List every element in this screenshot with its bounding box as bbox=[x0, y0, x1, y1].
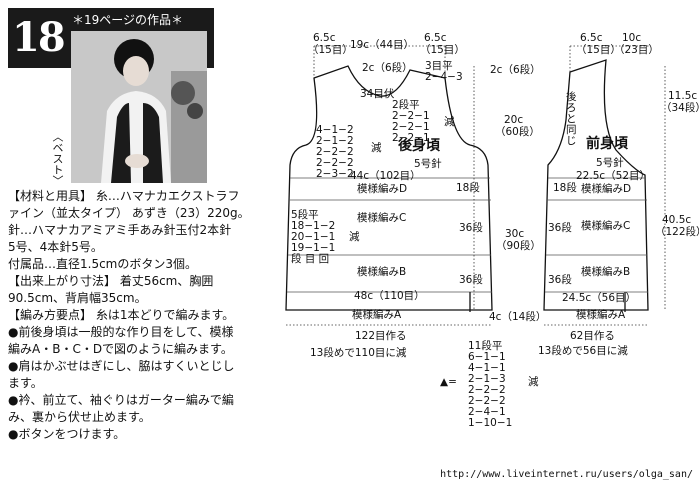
back-rows36a: 36段 bbox=[459, 222, 483, 234]
back-shoulder-r: 6.5c bbox=[424, 32, 447, 44]
back-dec-note: 13段めで110目に減 bbox=[310, 347, 407, 359]
back-w1: 44c（102目） bbox=[350, 170, 421, 182]
arm-dec-mark: 減 bbox=[371, 142, 382, 154]
same-as-back: 後ろと同じ bbox=[566, 91, 577, 147]
back-bind-off: 34目伏 bbox=[360, 88, 395, 100]
back-pattern-d: 模様編みD bbox=[357, 183, 408, 195]
pattern-number: 18 bbox=[12, 14, 66, 61]
back-pattern-a: 模様編みA bbox=[352, 309, 402, 321]
back-shoulder-l-st: （15目） bbox=[308, 44, 353, 56]
materials-line: ●肩はかぶせはぎにし、脇はすくいとじし bbox=[8, 359, 235, 373]
materials-line: み、裏から伏せ止めます。 bbox=[8, 410, 151, 424]
materials-line: ●衿、前立て、袖ぐりはガーター編みで編 bbox=[8, 393, 234, 407]
side-list-item: 19−1−1 bbox=[291, 242, 336, 254]
neck-table-item: 11段平 bbox=[468, 340, 503, 352]
materials-line: 付属品…直径1.5cmのボタン3個。 bbox=[8, 257, 198, 271]
materials-line: 【編み方要点】 糸は1本どりで編みます。 bbox=[8, 308, 235, 322]
front-pattern-c: 模様編みC bbox=[581, 220, 631, 232]
materials-line: ●ボタンをつけます。 bbox=[8, 427, 126, 441]
front-h1: 11.5c bbox=[668, 90, 698, 102]
front-neck-st: （23目） bbox=[614, 44, 659, 56]
front-rows18: 18段 bbox=[553, 182, 577, 194]
side-dec-mark: 減 bbox=[349, 231, 360, 243]
side-list-item: 20−1−1 bbox=[291, 231, 336, 243]
front-rows36a: 36段 bbox=[548, 222, 572, 234]
front-cast-on: 62目作る bbox=[570, 330, 615, 342]
arm-list-item: 2−2−2 bbox=[316, 157, 354, 169]
front-w1: 22.5c（52目） bbox=[576, 170, 651, 182]
front-needle: 5号針 bbox=[596, 157, 624, 169]
arm-list-item: 2−3−2 bbox=[316, 168, 354, 180]
side-list-item: 5段平 bbox=[291, 209, 319, 221]
arm-list-item: 2−1−2 bbox=[316, 135, 354, 147]
materials-line: 編みA・B・C・Dで図のように編みます。 bbox=[8, 342, 233, 356]
back-pattern-b: 模様編みB bbox=[357, 266, 407, 278]
front-h2: （34段） bbox=[661, 102, 699, 114]
materials-line: ●前後身頃は一般的な作り目をして、模様 bbox=[8, 325, 234, 339]
front-pattern-b: 模様編みB bbox=[581, 266, 631, 278]
back-neck-dec: 3目平 bbox=[425, 60, 453, 72]
back-neck-depth: 2c（6段） bbox=[362, 62, 413, 74]
neck-table-item: 6−1−1 bbox=[468, 351, 506, 363]
back-pattern-c: 模様編みC bbox=[357, 212, 407, 224]
back-h4: 30c bbox=[505, 228, 525, 240]
materials-line: 【材料と用具】 糸…ハマナカエクストラフ bbox=[8, 189, 240, 203]
back-h1: 2c（6段） bbox=[490, 64, 541, 76]
back-shoulder-r-st: （15目） bbox=[420, 44, 465, 56]
front-shoulder-st: （15目） bbox=[576, 44, 621, 56]
page-reference: ＊19ページの作品＊ bbox=[72, 13, 184, 27]
back-h5: （90段） bbox=[496, 240, 541, 252]
neck-list-item: 2−2−1 bbox=[392, 121, 430, 133]
back-neck-width: 19c（44目） bbox=[350, 39, 414, 51]
neck-table-item: 2−2−2 bbox=[468, 395, 506, 407]
photo-caption: 〈ベスト〉 bbox=[51, 130, 64, 186]
front-rows36b: 36段 bbox=[548, 274, 572, 286]
neck-table-item: 2−1−3 bbox=[468, 373, 506, 385]
back-h6: 4c（14段） bbox=[489, 311, 547, 323]
neck-table-item: 2−2−2 bbox=[468, 384, 506, 396]
front-h3: 40.5c bbox=[662, 214, 692, 226]
front-h4: （122段） bbox=[655, 226, 699, 238]
back-rows36b: 36段 bbox=[459, 274, 483, 286]
neck-table-suffix: 減 bbox=[528, 376, 539, 388]
source-url: http://www.liveinternet.ru/users/olga_sa… bbox=[440, 469, 693, 480]
materials-line: 90.5cm、背肩幅35cm。 bbox=[8, 291, 147, 305]
side-list-item: 段 目 回 bbox=[291, 253, 330, 265]
front-neck: 10c bbox=[622, 32, 642, 44]
back-title: 後身頃 bbox=[398, 138, 440, 154]
side-list-item: 18−1−2 bbox=[291, 220, 336, 232]
back-w2: 48c（110目） bbox=[354, 290, 425, 302]
front-pattern-a: 模様編みA bbox=[576, 309, 626, 321]
neck-table-item: 2−4−1 bbox=[468, 406, 506, 418]
back-cast-on: 122目作る bbox=[355, 330, 407, 342]
neck-table-item: 1−10−1 bbox=[468, 417, 513, 429]
back-neck-dec2: 2−4−3 bbox=[425, 71, 463, 83]
neck-list-item: 2−2−1 bbox=[392, 132, 430, 144]
back-h2: 20c bbox=[504, 114, 524, 126]
materials-line: 針…ハマナカアミアミ手あみ針玉付2本針 bbox=[8, 223, 232, 237]
arm-list-item: 4−1−2 bbox=[316, 124, 354, 136]
neck-table-item: 4−1−1 bbox=[468, 362, 506, 374]
neck-table-mark: ▲= bbox=[440, 376, 457, 388]
front-w2: 24.5c（56目） bbox=[562, 292, 637, 304]
materials-line: 【出来上がり寸法】 着丈56cm、胸囲 bbox=[8, 274, 214, 288]
back-rows18: 18段 bbox=[456, 182, 480, 194]
back-shoulder-l: 6.5c bbox=[313, 32, 336, 44]
front-shoulder: 6.5c bbox=[580, 32, 603, 44]
neck-list-item: 2段平 bbox=[392, 99, 420, 111]
model-photo bbox=[71, 31, 207, 183]
back-needle: 5号針 bbox=[414, 158, 442, 170]
materials-line: ます。 bbox=[8, 376, 43, 390]
arm-list-item: 2−2−2 bbox=[316, 146, 354, 158]
materials-line: 5号、4本針5号。 bbox=[8, 240, 103, 254]
front-pattern-d: 模様編みD bbox=[581, 183, 632, 195]
neck-list-item: 2−2−1 bbox=[392, 110, 430, 122]
front-dec-note: 13段めで56目に減 bbox=[538, 345, 628, 357]
back-h3: （60段） bbox=[495, 126, 540, 138]
front-title: 前身頃 bbox=[586, 136, 628, 152]
materials-line: ァイン（並太タイプ） あずき（23）220g。 bbox=[8, 206, 250, 220]
dec-mark: 減 bbox=[444, 116, 455, 128]
